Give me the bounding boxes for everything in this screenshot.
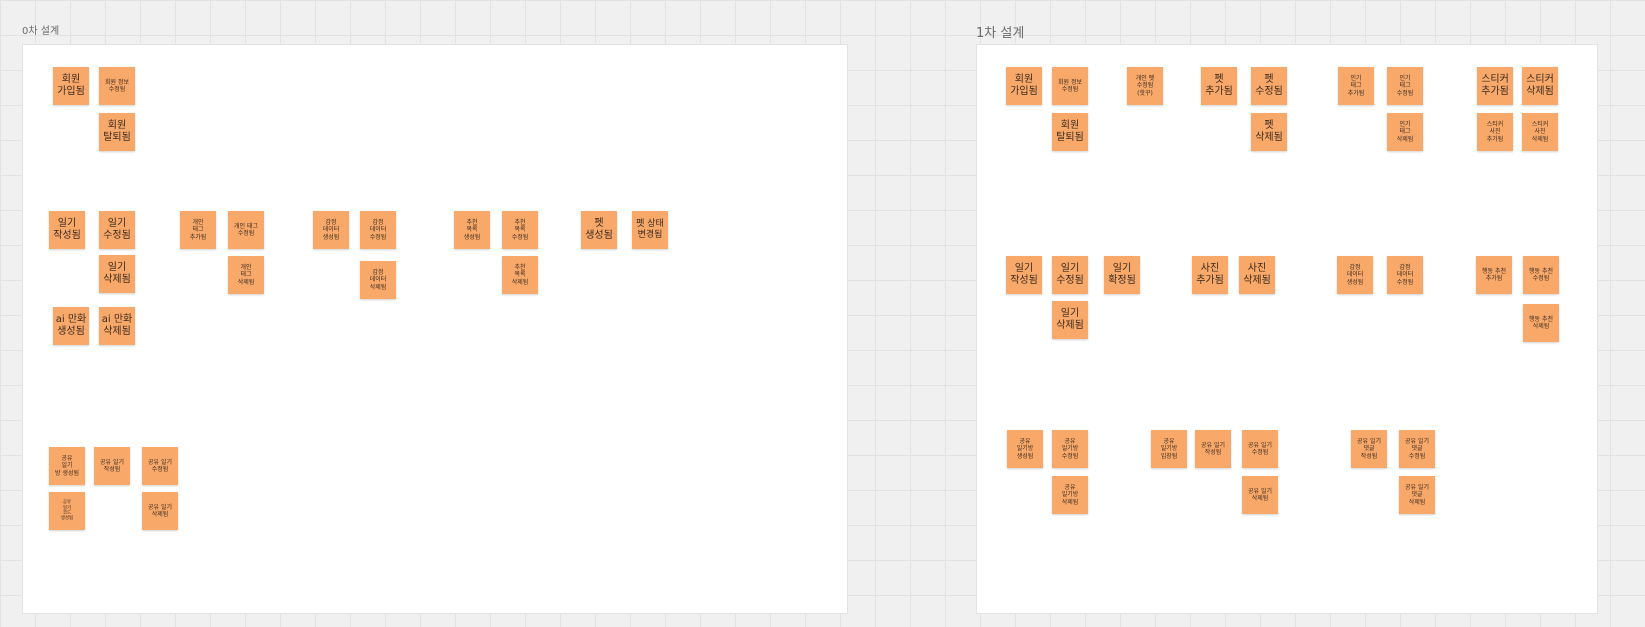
frame-title-0[interactable]: 0차 설계 [22,26,60,37]
sticky-note[interactable]: 일기 확정됨 [1104,256,1140,294]
sticky-note[interactable]: 스티커 사진 추가됨 [1477,113,1513,151]
sticky-note[interactable]: 감정 데이터 생성됨 [1337,256,1373,294]
sticky-note[interactable]: 공유 일기 삭제됨 [1242,476,1278,514]
sticky-note[interactable]: 공유 일기 작성됨 [94,447,130,485]
sticky-note[interactable]: 일기 삭제됨 [99,255,135,293]
sticky-note[interactable]: 감정 데이터 삭제됨 [360,261,396,299]
sticky-note[interactable]: 사진 삭제됨 [1239,256,1275,294]
sticky-note[interactable]: 펫 생성됨 [581,211,617,249]
sticky-note[interactable]: 회원 탈퇴됨 [1052,113,1088,151]
sticky-note[interactable]: 공유 일기 댓글 수정됨 [1399,430,1435,468]
sticky-note[interactable]: 공유 일기방 입장됨 [1151,430,1187,468]
sticky-note[interactable]: ai 만화 생성됨 [53,307,89,345]
sticky-note[interactable]: 회원 정보 수정됨 [1052,67,1088,105]
sticky-note[interactable]: 일기 작성됨 [1006,256,1042,294]
sticky-note[interactable]: 행동 추천 삭제됨 [1523,304,1559,342]
sticky-note[interactable]: 회원 가입됨 [53,67,89,105]
sticky-note[interactable]: 행동 추천 추가됨 [1476,256,1512,294]
sticky-note[interactable]: ai 만화 삭제됨 [99,307,135,345]
sticky-note[interactable]: 개인 태그 수정됨 [228,211,264,249]
sticky-note[interactable]: 공유 일기 코드 생성됨 [49,492,85,530]
sticky-note[interactable]: 행동 추천 수정됨 [1523,256,1559,294]
sticky-note[interactable]: 감정 데이터 수정됨 [360,211,396,249]
sticky-note[interactable]: 회원 정보 수정됨 [99,67,135,105]
sticky-note[interactable]: 공유 일기방 생성됨 [1007,430,1043,468]
sticky-note[interactable]: 스티커 추가됨 [1477,67,1513,105]
sticky-note[interactable]: 펫 상태 변경됨 [632,211,668,249]
sticky-note[interactable]: 펫 추가됨 [1201,67,1237,105]
sticky-note[interactable]: 개인 펫 수정됨 (핫꾸) [1127,67,1163,105]
sticky-note[interactable]: 감정 데이터 생성됨 [313,211,349,249]
frame-title-1[interactable]: 1차 설계 [976,26,1025,41]
sticky-note[interactable]: 추천 목록 수정됨 [502,211,538,249]
sticky-note[interactable]: 공유 일기 삭제됨 [142,492,178,530]
sticky-note[interactable]: 인기 태그 추가됨 [1338,67,1374,105]
sticky-note[interactable]: 펫 삭제됨 [1251,113,1287,151]
sticky-note[interactable]: 개인 태그 삭제됨 [228,256,264,294]
sticky-note[interactable]: 인기 태그 수정됨 [1387,67,1423,105]
sticky-note[interactable]: 인기 태그 삭제됨 [1387,113,1423,151]
sticky-note[interactable]: 공유 일기 수정됨 [1242,430,1278,468]
sticky-note[interactable]: 회원 가입됨 [1006,67,1042,105]
sticky-note[interactable]: 일기 수정됨 [99,211,135,249]
sticky-note[interactable]: 스티커 사진 삭제됨 [1522,113,1558,151]
sticky-note[interactable]: 회원 탈퇴됨 [99,113,135,151]
sticky-note[interactable]: 사진 추가됨 [1192,256,1228,294]
sticky-note[interactable]: 감정 데이터 수정됨 [1387,256,1423,294]
sticky-note[interactable]: 추천 목록 삭제됨 [502,256,538,294]
sticky-note[interactable]: 공유 일기 작성됨 [1195,430,1231,468]
sticky-note[interactable]: 공유 일기방 수정됨 [1052,430,1088,468]
sticky-note[interactable]: 공유 일기 방 생성됨 [49,447,85,485]
sticky-note[interactable]: 일기 수정됨 [1052,256,1088,294]
sticky-note[interactable]: 추천 목록 생성됨 [454,211,490,249]
sticky-note[interactable]: 공유 일기 댓글 작성됨 [1351,430,1387,468]
sticky-note[interactable]: 펫 수정됨 [1251,67,1287,105]
sticky-note[interactable]: 공유 일기방 삭제됨 [1052,476,1088,514]
sticky-note[interactable]: 스티커 삭제됨 [1522,67,1558,105]
sticky-note[interactable]: 일기 삭제됨 [1052,301,1088,339]
sticky-note[interactable]: 개인 태그 추가됨 [180,211,216,249]
sticky-note[interactable]: 공유 일기 수정됨 [142,447,178,485]
sticky-note[interactable]: 공유 일기 댓글 삭제됨 [1399,476,1435,514]
sticky-note[interactable]: 일기 작성됨 [49,211,85,249]
